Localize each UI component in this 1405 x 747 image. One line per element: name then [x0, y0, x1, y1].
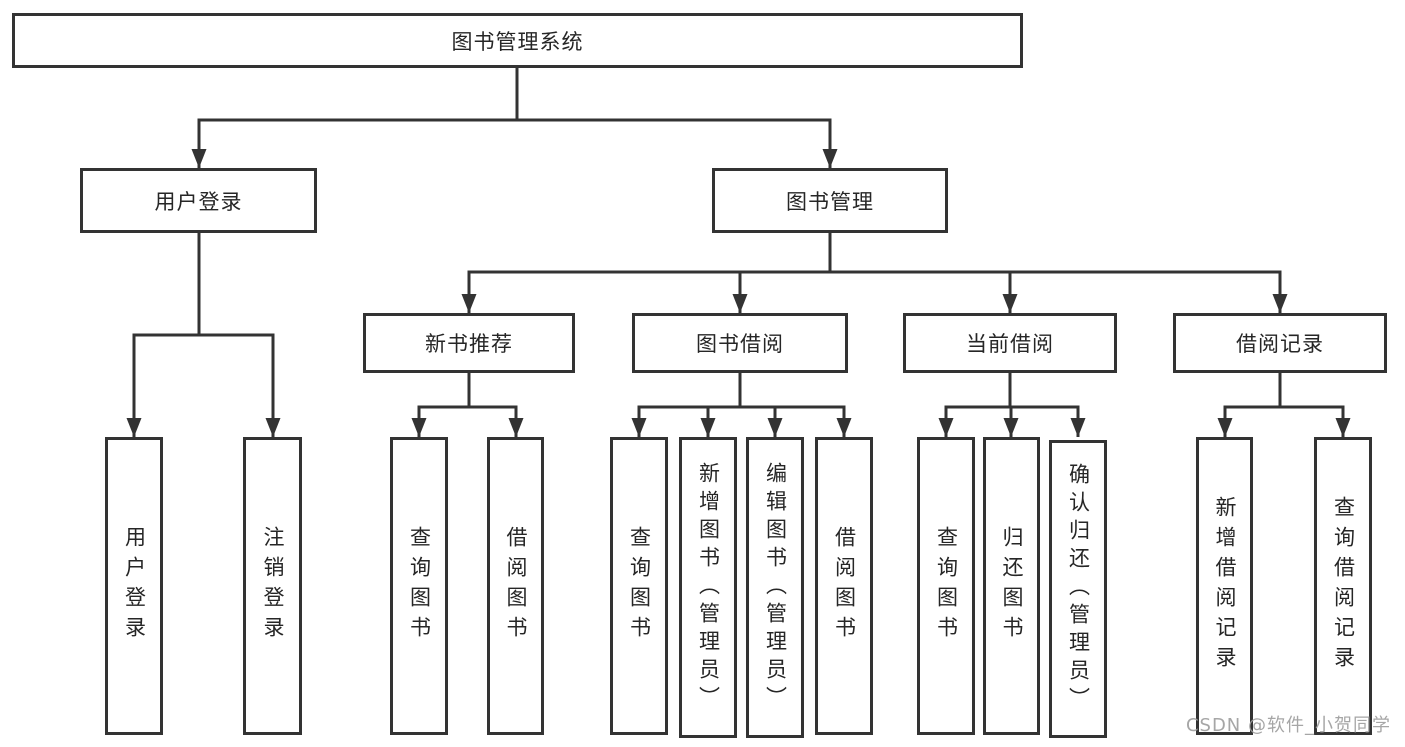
node-user-login-label: 用户登录 — [154, 189, 243, 214]
connector-records-trunk — [1223, 373, 1345, 409]
connector-userlogin-trunk — [132, 233, 275, 337]
leaf-borrow-query-books: 查询图书 — [610, 437, 668, 735]
leaf-current-return-books: 归还图书 — [983, 437, 1040, 735]
leaf-newrec-borrow-books: 借阅图书 — [487, 437, 544, 735]
node-borrow-records-label: 借阅记录 — [1236, 332, 1324, 356]
node-new-book-recommend-label: 新书推荐 — [425, 332, 513, 356]
leaf-records-add-record-label: 新增借阅记录 — [1213, 496, 1237, 676]
leaf-borrow-add-books-admin-label: 新增图书（管理员） — [696, 461, 721, 714]
node-current-borrow-label: 当前借阅 — [966, 332, 1054, 356]
leaf-borrow-edit-books-admin-label: 编辑图书（管理员） — [763, 461, 788, 714]
leaf-user-login: 用户登录 — [105, 437, 163, 735]
leaf-records-add-record: 新增借阅记录 — [1196, 437, 1253, 735]
node-borrow-records: 借阅记录 — [1173, 313, 1387, 373]
csdn-watermark: CSDN @软件_小贺同学 — [1185, 715, 1391, 736]
node-book-borrow: 图书借阅 — [632, 313, 848, 373]
connector-newbook-trunk — [417, 373, 518, 409]
node-root-system: 图书管理系统 — [12, 13, 1023, 68]
leaf-logout-login-label: 注销登录 — [261, 526, 285, 646]
leaf-records-query-record: 查询借阅记录 — [1314, 437, 1372, 735]
leaf-current-confirm-return-admin-label: 确认归还（管理员） — [1066, 463, 1091, 715]
node-new-book-recommend: 新书推荐 — [363, 313, 575, 373]
node-user-login: 用户登录 — [80, 168, 317, 233]
node-book-borrow-label: 图书借阅 — [696, 332, 784, 356]
leaf-newrec-query-books-label: 查询图书 — [407, 526, 432, 646]
leaf-current-query-books: 查询图书 — [917, 437, 975, 735]
leaf-newrec-borrow-books-label: 借阅图书 — [504, 526, 528, 646]
connector-root-trunk — [197, 68, 832, 122]
leaf-records-query-record-label: 查询借阅记录 — [1331, 496, 1356, 676]
leaf-borrow-borrow-books-label: 借阅图书 — [832, 526, 857, 646]
connector-current-trunk — [944, 373, 1080, 409]
leaf-borrow-query-books-label: 查询图书 — [627, 526, 652, 646]
node-current-borrow: 当前借阅 — [903, 313, 1117, 373]
leaf-current-confirm-return-admin: 确认归还（管理员） — [1049, 440, 1107, 738]
node-book-management-label: 图书管理 — [786, 189, 874, 214]
leaf-logout-login: 注销登录 — [243, 437, 302, 735]
node-root-label: 图书管理系统 — [451, 29, 584, 54]
connector-bookborrow-trunk — [637, 373, 846, 409]
leaf-newrec-query-books: 查询图书 — [390, 437, 448, 735]
leaf-user-login-label: 用户登录 — [122, 526, 147, 646]
leaf-borrow-borrow-books: 借阅图书 — [815, 437, 873, 735]
node-book-management: 图书管理 — [712, 168, 948, 233]
leaf-borrow-edit-books-admin: 编辑图书（管理员） — [746, 437, 804, 738]
connector-bookmgmt-trunk — [467, 233, 1282, 274]
leaf-borrow-add-books-admin: 新增图书（管理员） — [679, 437, 737, 738]
leaf-current-query-books-label: 查询图书 — [934, 526, 959, 646]
leaf-current-return-books-label: 归还图书 — [1000, 526, 1024, 646]
